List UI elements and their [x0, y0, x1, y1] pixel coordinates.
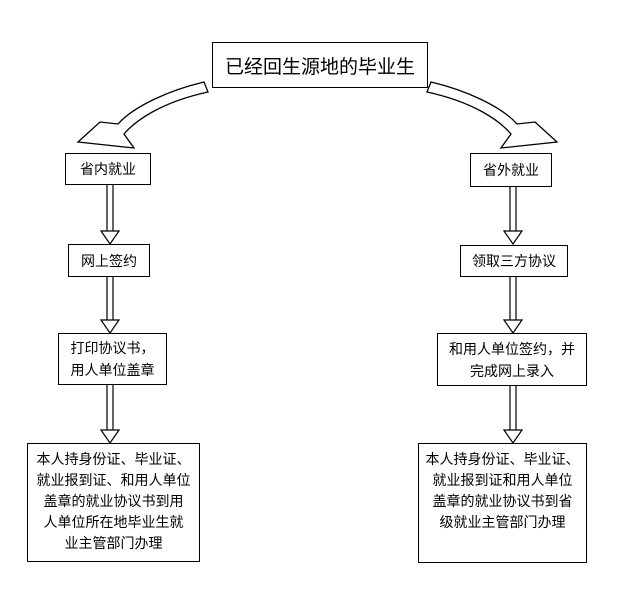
node-text: 和用人单位签约，并 — [449, 340, 575, 357]
node-out-of-province-employment: 省外就业 — [470, 153, 552, 187]
node-sign-with-employer: 和用人单位签约，并 完成网上录入 — [437, 333, 587, 386]
node-local-authority-processing: 本人持身份证、毕业证、 就业报到证、和用人单位 盖章的就业协议书到用 人单位所在… — [27, 443, 200, 562]
down-arrow-icon — [503, 187, 523, 245]
node-text: 就业报到证、和用人单位 — [36, 472, 191, 488]
node-text: 人单位所在地毕业生就 — [43, 514, 184, 530]
node-text: 领取三方协议 — [472, 253, 556, 269]
down-arrow-icon — [503, 277, 523, 334]
curved-arrow-right-icon — [426, 81, 559, 149]
node-online-signing: 网上签约 — [68, 244, 150, 277]
node-text: 省外就业 — [483, 162, 539, 178]
node-text: 打印协议书， — [70, 340, 155, 356]
node-get-tripartite-agreement: 领取三方协议 — [460, 245, 568, 277]
node-print-agreement: 打印协议书， 用人单位盖章 — [58, 333, 167, 385]
down-arrow-icon — [100, 384, 120, 444]
node-text: 就业报到证和用人单位 — [432, 472, 573, 488]
curved-arrow-left-icon — [76, 81, 209, 149]
node-text: 省内就业 — [80, 161, 136, 177]
node-text: 业主管部门办理 — [64, 535, 163, 551]
node-provincial-authority-processing: 本人持身份证、毕业证、 就业报到证和用人单位 盖章的就业协议书到省 级就业主管部… — [418, 443, 587, 563]
node-text: 完成网上录入 — [470, 362, 554, 379]
down-arrow-icon — [100, 185, 120, 245]
node-text: 本人持身份证、毕业证、 — [425, 451, 580, 467]
node-text: 本人持身份证、毕业证、 — [36, 451, 191, 467]
down-arrow-icon — [100, 276, 120, 334]
node-text: 网上签约 — [81, 252, 137, 269]
down-arrow-icon — [503, 386, 523, 444]
node-root-title: 已经回生源地的毕业生 — [212, 42, 428, 88]
node-text: 盖章的就业协议书到省 — [432, 493, 573, 509]
node-text: 盖章的就业协议书到用 — [43, 493, 184, 509]
node-text: 用人单位盖章 — [70, 362, 155, 378]
node-text: 级就业主管部门办理 — [439, 514, 566, 530]
node-root-text: 已经回生源地的毕业生 — [224, 56, 415, 78]
node-in-province-employment: 省内就业 — [65, 153, 151, 185]
